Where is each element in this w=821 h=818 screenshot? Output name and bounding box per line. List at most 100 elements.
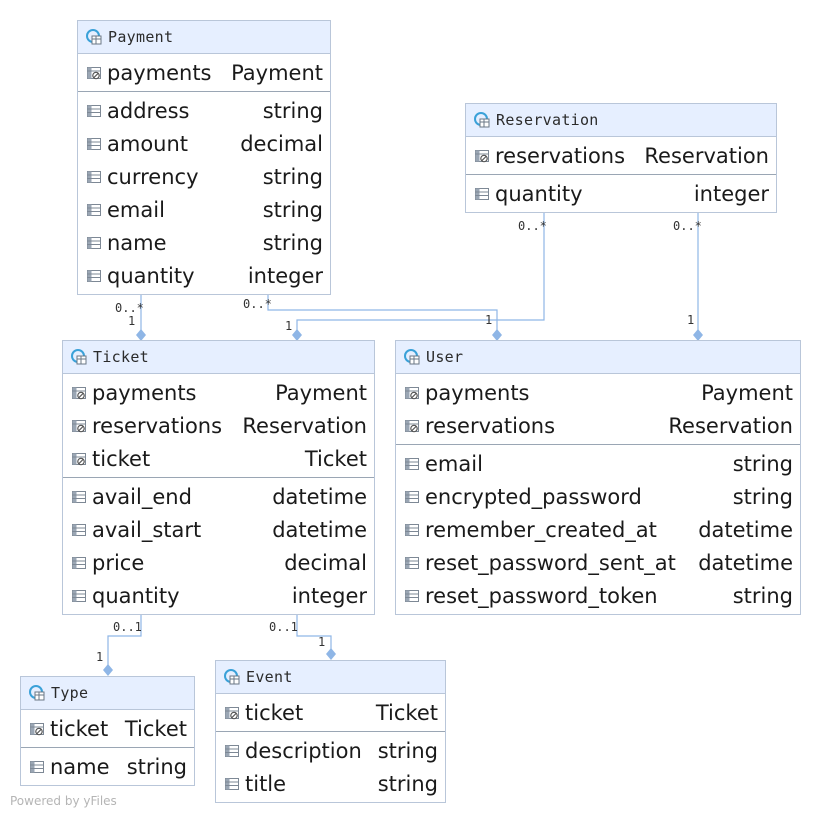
entity-header: Reservation [466, 104, 776, 137]
field-type: datetime [272, 484, 367, 509]
field-type: Reservation [644, 143, 769, 168]
field-type: decimal [240, 131, 323, 156]
field-type: Payment [275, 380, 367, 405]
field-icon [474, 186, 490, 202]
entity-class-icon [86, 29, 102, 45]
edge-ticket-type [107, 609, 142, 665]
edge-label: 0..* [243, 297, 272, 311]
field-name: remember_created_at [425, 517, 657, 542]
entity-class-icon [224, 669, 240, 685]
edge-label: 1 [485, 313, 493, 327]
field-name: reset_password_token [425, 583, 658, 608]
field-type: Ticket [375, 700, 438, 725]
field-icon [404, 489, 420, 505]
entity-title: Event [246, 668, 293, 686]
field-type: string [377, 771, 438, 796]
field-name: description [245, 738, 362, 763]
user-fields-row: reset_password_sent_at datetime [396, 546, 800, 579]
entity-title: Reservation [496, 111, 599, 129]
relation-icon [71, 385, 87, 401]
entity-header: User [396, 341, 800, 374]
field-icon [86, 235, 102, 251]
relation-icon [71, 418, 87, 434]
field-name: avail_end [92, 484, 192, 509]
fields-section: description string title string [216, 731, 445, 802]
edge-end-diamond [326, 648, 336, 660]
field-icon [86, 202, 102, 218]
field-icon [224, 776, 240, 792]
field-type: integer [291, 583, 367, 608]
event-relations-row: ticket Ticket [216, 696, 445, 729]
entity-title: Payment [108, 28, 174, 46]
edge-ticket-event [296, 609, 332, 649]
field-icon [86, 103, 102, 119]
field-icon [86, 268, 102, 284]
field-name: reservations [495, 143, 626, 168]
field-type: decimal [284, 550, 367, 575]
field-name: reservations [92, 413, 223, 438]
field-type: integer [693, 181, 769, 206]
field-icon [29, 759, 45, 775]
edge-label: 1 [128, 314, 136, 328]
field-name: quantity [92, 583, 180, 608]
edge-label: 1 [96, 650, 104, 664]
edge-label: 0..1 [269, 620, 298, 634]
field-name: quantity [107, 263, 195, 288]
field-type: Ticket [124, 716, 187, 741]
field-type: string [262, 98, 323, 123]
entity-header: Payment [78, 21, 330, 54]
edge-end-diamond [693, 329, 703, 341]
field-type: string [377, 738, 438, 763]
relation-icon [29, 721, 45, 737]
field-name: quantity [495, 181, 583, 206]
field-name: currency [107, 164, 199, 189]
reservation-relations-row: reservations Reservation [466, 139, 776, 172]
field-name: email [425, 451, 483, 476]
relation-icon [86, 65, 102, 81]
field-type: Reservation [668, 413, 793, 438]
field-name: encrypted_password [425, 484, 642, 509]
field-name: ticket [245, 700, 304, 725]
entity-class-icon [404, 349, 420, 365]
field-type: Ticket [304, 446, 367, 471]
entity-reservation[interactable]: Reservation reservations Reservation quanti… [465, 103, 777, 213]
field-type: string [262, 164, 323, 189]
relation-icon [404, 418, 420, 434]
field-icon [71, 489, 87, 505]
edge-reservation-ticket [296, 206, 545, 330]
entity-header: Event [216, 661, 445, 694]
edge-end-diamond [103, 664, 113, 676]
field-name: name [50, 754, 110, 779]
field-name: title [245, 771, 287, 796]
field-type: datetime [272, 517, 367, 542]
edge-label: 0..* [115, 301, 144, 315]
field-icon [71, 555, 87, 571]
relation-icon [224, 705, 240, 721]
entity-event[interactable]: Event ticket Ticket description string title s… [215, 660, 446, 803]
field-name: reservations [425, 413, 556, 438]
fields-section: quantity integer [466, 174, 776, 212]
field-type: datetime [698, 550, 793, 575]
field-icon [71, 522, 87, 538]
edge-end-diamond [136, 329, 146, 341]
field-name: reset_password_sent_at [425, 550, 676, 575]
field-icon [224, 743, 240, 759]
edge-label: 0..* [673, 219, 702, 233]
field-name: email [107, 197, 165, 222]
